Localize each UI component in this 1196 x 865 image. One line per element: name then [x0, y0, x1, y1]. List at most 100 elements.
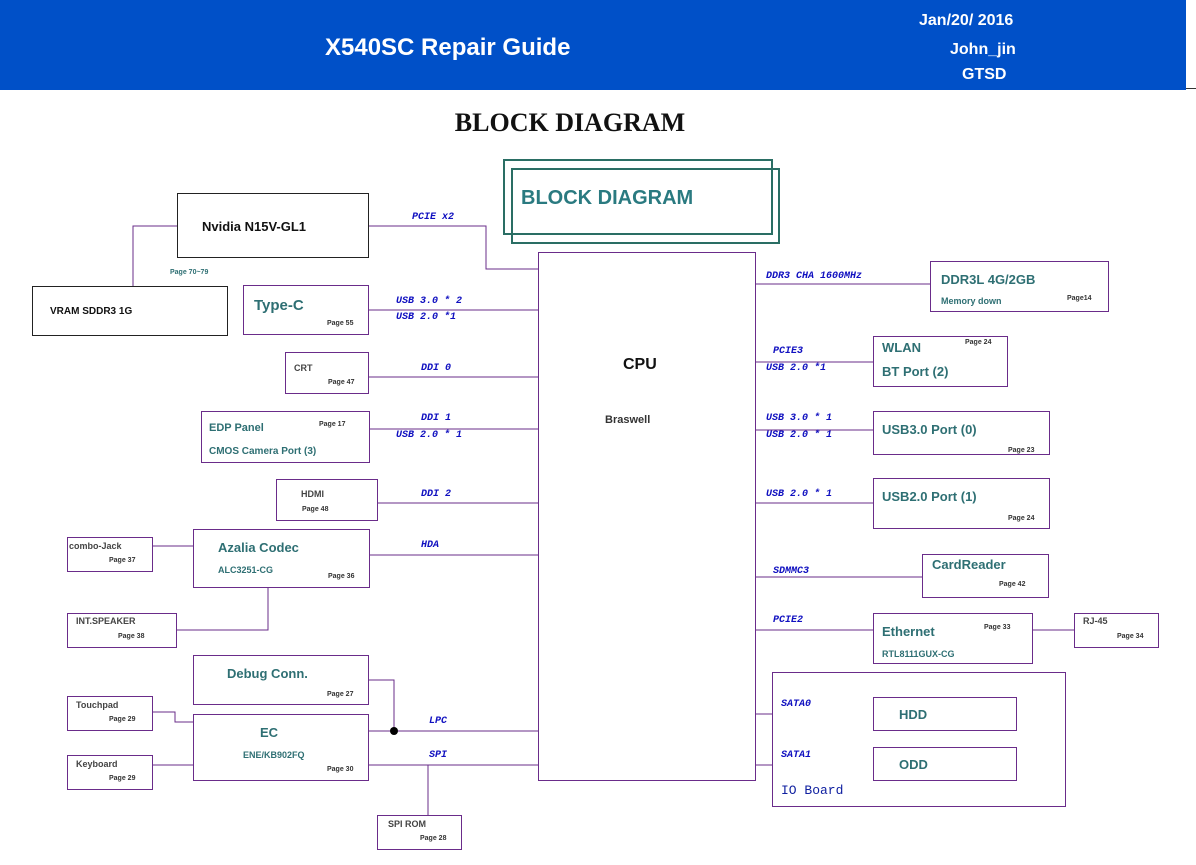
cpu-block: CPU Braswell — [538, 252, 756, 781]
hdd-label: HDD — [899, 707, 928, 722]
debug-conn-block: Debug Conn. Page 27 — [193, 655, 369, 705]
typec-label: Type-C — [254, 297, 304, 314]
bus-label-pcie-x2: PCIE x2 — [412, 212, 455, 223]
banner-frame-back — [503, 159, 773, 235]
bus-label-usb30-1: USB 3.0 * 1 — [766, 413, 833, 424]
usb2-port-label: USB2.0 Port (1) — [882, 489, 977, 504]
edp-block: EDP Panel Page 17 CMOS Camera Port (3) — [201, 411, 370, 463]
ethernet-label: Ethernet — [882, 624, 935, 639]
document-author: John_jin — [950, 41, 1016, 58]
io-board-label: IO Board — [781, 783, 844, 798]
azalia-codec-block: Azalia Codec ALC3251-CG Page 36 — [193, 529, 370, 588]
typec-page-ref: Page 55 — [327, 320, 354, 327]
odd-label: ODD — [899, 757, 928, 772]
io-board-group: IO Board — [772, 672, 1066, 807]
ec-block: EC ENE/KB902FQ Page 30 — [193, 714, 369, 781]
bus-label-usb20-usb2port: USB 2.0 * 1 — [766, 489, 833, 500]
vram-block: VRAM SDDR3 1G — [32, 286, 228, 336]
rj45-block: RJ-45 Page 34 — [1074, 613, 1159, 648]
touchpad-page-ref: Page 29 — [109, 716, 136, 723]
bus-label-hda: HDA — [421, 540, 440, 551]
spi-rom-block: SPI ROM Page 28 — [377, 815, 462, 850]
banner-frame-front — [511, 168, 780, 244]
debug-conn-page-ref: Page 27 — [327, 691, 354, 698]
azalia-page-ref: Page 36 — [328, 573, 355, 580]
ec-label: EC — [260, 725, 279, 740]
touchpad-block: Touchpad Page 29 — [67, 696, 153, 731]
wlan-page-ref: Page 24 — [965, 339, 992, 346]
ddr-label-secondary: Memory down — [941, 296, 1002, 306]
usb2-port-block: USB2.0 Port (1) Page 24 — [873, 478, 1050, 529]
gpu-block: Nvidia N15V-GL1 — [177, 193, 369, 258]
bus-label-sdmmc3: SDMMC3 — [773, 566, 810, 577]
bt-port-label: BT Port (2) — [882, 364, 949, 379]
crt-block: CRT Page 47 — [285, 352, 369, 394]
document-date: Jan/20/ 2016 — [919, 12, 1014, 29]
combo-jack-block: combo-Jack Page 37 — [67, 537, 153, 572]
spi-rom-page-ref: Page 28 — [420, 835, 447, 842]
bus-label-ddi0: DDI 0 — [421, 363, 452, 374]
crt-page-ref: Page 47 — [328, 379, 355, 386]
keyboard-block: Keyboard Page 29 — [67, 755, 153, 790]
hdmi-block: HDMI Page 48 — [276, 479, 378, 521]
usb3-port-page-ref: Page 23 — [1008, 447, 1035, 454]
speaker-block: INT.SPEAKER Page 38 — [67, 613, 177, 648]
bus-label-sata0: SATA0 — [781, 699, 812, 710]
bus-label-ddi2: DDI 2 — [421, 489, 452, 500]
cardreader-label: CardReader — [932, 557, 1006, 572]
document-department: GTSD — [962, 66, 1007, 83]
cardreader-block: CardReader Page 42 — [922, 554, 1049, 598]
ddr-label: DDR3L 4G/2GB — [941, 272, 1036, 287]
ddr-page-ref: Page14 — [1067, 295, 1092, 302]
bus-label-usb20-usb3port: USB 2.0 * 1 — [766, 430, 833, 441]
diagram-banner-title: BLOCK DIAGRAM — [521, 187, 694, 209]
wlan-block: WLAN Page 24 BT Port (2) — [873, 336, 1008, 387]
cpu-title: CPU — [623, 356, 657, 373]
ethernet-page-ref: Page 33 — [984, 624, 1011, 631]
cpu-subtitle: Braswell — [605, 414, 651, 426]
gpu-label: Nvidia N15V-GL1 — [202, 219, 307, 234]
keyboard-label: Keyboard — [76, 759, 118, 769]
ec-label-secondary: ENE/KB902FQ — [243, 750, 305, 760]
bus-label-pcie2: PCIE2 — [773, 615, 804, 626]
bus-label-ddi1: DDI 1 — [421, 413, 452, 424]
usb2-port-page-ref: Page 24 — [1008, 515, 1035, 522]
bus-label-pcie3: PCIE3 — [773, 346, 804, 357]
document-title: X540SC Repair Guide — [325, 34, 571, 61]
bus-label-usb20-typec: USB 2.0 *1 — [396, 312, 457, 323]
azalia-label: Azalia Codec — [218, 540, 299, 555]
rj45-page-ref: Page 34 — [1117, 633, 1144, 640]
usb3-port-label: USB3.0 Port (0) — [882, 422, 977, 437]
speaker-label: INT.SPEAKER — [76, 616, 136, 626]
debug-conn-label: Debug Conn. — [227, 666, 308, 681]
cardreader-page-ref: Page 42 — [999, 581, 1026, 588]
speaker-page-ref: Page 38 — [118, 633, 145, 640]
vram-label: VRAM SDDR3 1G — [50, 306, 133, 317]
combo-jack-page-ref: Page 37 — [109, 557, 136, 564]
crt-label: CRT — [294, 363, 313, 373]
bus-label-sata1: SATA1 — [781, 750, 812, 761]
hdd-block: HDD — [873, 697, 1017, 731]
header-bar: X540SC Repair Guide Jan/20/ 2016 John_ji… — [0, 0, 1186, 90]
bus-label-usb30-2: USB 3.0 * 2 — [396, 296, 463, 307]
keyboard-page-ref: Page 29 — [109, 775, 136, 782]
bus-label-usb20-edp: USB 2.0 * 1 — [396, 430, 463, 441]
usb3-port-block: USB3.0 Port (0) Page 23 — [873, 411, 1050, 455]
combo-jack-label: combo-Jack — [69, 541, 122, 551]
edp-label: EDP Panel — [209, 422, 264, 434]
header-divider — [1186, 88, 1196, 89]
azalia-label-secondary: ALC3251-CG — [218, 565, 274, 575]
edp-label-secondary: CMOS Camera Port (3) — [209, 446, 317, 457]
ddr-block: DDR3L 4G/2GB Memory down Page14 — [930, 261, 1109, 312]
wlan-label: WLAN — [882, 340, 921, 355]
spi-rom-label: SPI ROM — [388, 819, 427, 829]
hdmi-label: HDMI — [301, 489, 324, 499]
gpu-page-ref: Page 70~79 — [170, 269, 209, 276]
bus-label-lpc: LPC — [429, 716, 448, 727]
odd-block: ODD — [873, 747, 1017, 781]
bus-label-spi: SPI — [429, 750, 448, 761]
rj45-label: RJ-45 — [1083, 616, 1108, 626]
page-heading: BLOCK DIAGRAM — [454, 108, 686, 137]
ethernet-block: Ethernet Page 33 RTL8111GUX-CG — [873, 613, 1033, 664]
ec-page-ref: Page 30 — [327, 766, 354, 773]
